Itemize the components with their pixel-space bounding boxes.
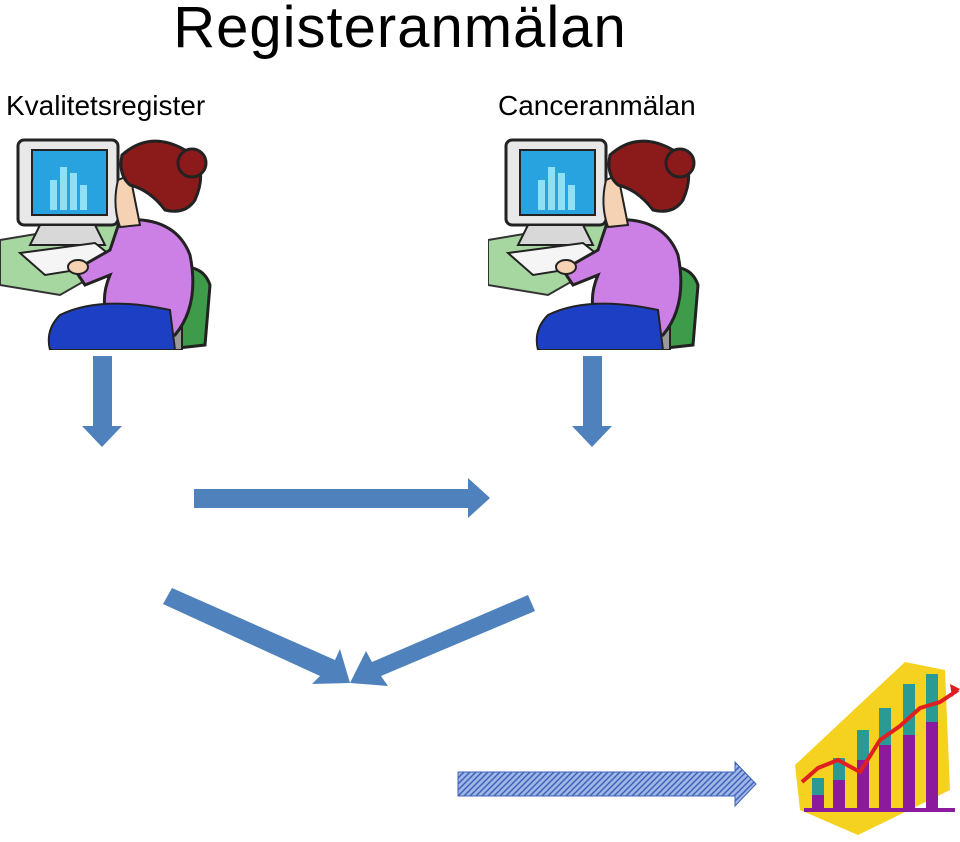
kvalitetsregister-label: Kvalitetsregister <box>6 90 206 121</box>
left-down-arrow <box>82 356 122 447</box>
right-arrow <box>194 478 490 518</box>
left-woman-at-computer-icon <box>0 138 212 350</box>
statistics-chart-icon <box>795 662 960 835</box>
right-woman-at-computer-icon <box>488 138 700 350</box>
converging-arrows <box>163 588 535 686</box>
page-title: Registeranmälan <box>173 0 627 60</box>
hatched-right-arrow <box>457 760 757 808</box>
right-down-arrow <box>572 356 612 447</box>
canceranmalan-label: Canceranmälan <box>498 90 696 121</box>
